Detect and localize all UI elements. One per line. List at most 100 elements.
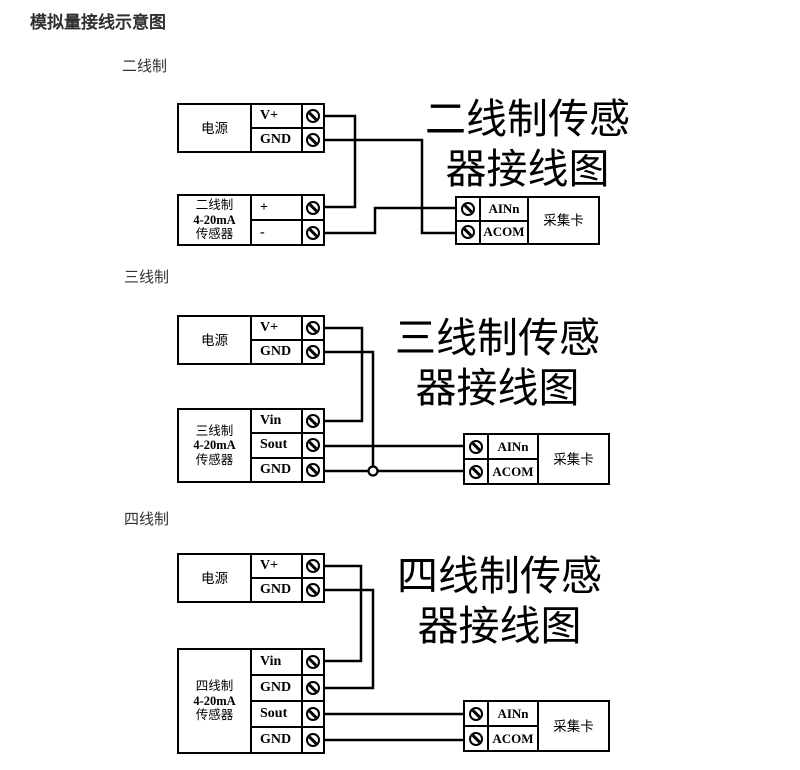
screw-cell [301,196,323,219]
daq-card-box: AINn ACOM 采集卡 [463,433,610,485]
terminal-label: Vin [260,413,282,429]
screw-cell [301,434,323,457]
section-label-three-wire: 三线制 [124,269,170,286]
terminal-rows: V+ GND [252,317,323,363]
terminal-label: GND [260,461,292,477]
heading-line: 器接线图 [415,365,580,411]
screw-cell [301,676,323,700]
screw-cell [301,317,323,339]
screw-terminal-icon [306,109,320,123]
power-label: 电源 [179,555,252,601]
terminal-row: V+ [252,105,323,129]
terminal-rows: + - [252,196,323,244]
terminal-row: AINn [457,198,527,222]
screw-cell [457,198,481,220]
terminal-row: GND [252,676,323,702]
terminal-label: GND [260,344,292,359]
wire-vplus-to-vin [325,564,363,663]
terminal-row: V+ [252,555,323,579]
screw-terminal-icon [306,583,320,597]
terminal-label: V+ [260,108,279,123]
section-label-two-wire: 二线制 [122,58,168,75]
screw-cell [301,410,323,433]
terminal-row: Sout [252,702,323,728]
screw-cell [465,460,489,483]
screw-cell [465,435,489,458]
terminal-row: GND [252,728,323,752]
screw-terminal-icon [306,733,320,747]
wire-gnd-to-sensorgnd [325,588,375,690]
terminal-rows: Vin GND Sout GND [252,650,323,752]
terminal-label: GND [260,732,292,747]
terminal-rows: V+ GND [252,555,323,601]
terminal-row: AINn [465,435,537,460]
terminal-label: ACOM [492,730,534,746]
sensor-label-line: 4-20mA [193,693,236,708]
page-title: 模拟量接线示意图 [30,13,166,32]
terminal-label: GND [260,680,292,695]
daq-card-label: 采集卡 [527,198,598,243]
screw-cell [465,702,489,725]
screw-terminal-icon [306,225,320,240]
screw-terminal-icon [461,225,475,240]
terminal-row: + [252,196,323,221]
terminal-rows: Vin Sout GND [252,410,323,481]
sensor-label-line: 三线制 [195,423,234,438]
terminal-row: Sout [252,434,323,459]
daq-card-box: AINn ACOM 采集卡 [463,700,610,752]
screw-cell [301,579,323,601]
daq-card-box: AINn ACOM 采集卡 [455,196,600,245]
power-supply-box: 电源 V+ GND [177,315,325,365]
sensor-label-line: 四线制 [195,679,234,694]
terminal-label: - [260,224,265,240]
terminal-row: ACOM [457,221,527,243]
screw-terminal-icon [306,414,320,429]
screw-cell [301,728,323,752]
screw-terminal-icon [306,655,320,669]
screw-terminal-icon [469,464,483,479]
terminal-row: AINn [465,702,537,727]
terminal-label: V+ [260,320,279,335]
terminal-row: GND [252,341,323,363]
terminal-row: GND [252,579,323,601]
wire-vplus-to-plus [325,114,357,209]
terminal-label: AINn [497,438,529,454]
sensor-label: 四线制 4-20mA 传感器 [179,650,252,752]
screw-cell [457,221,481,243]
heading-line: 三线制传感 [395,315,600,361]
terminal-row: Vin [252,650,323,676]
terminal-row: - [252,221,323,244]
terminal-row: V+ [252,317,323,341]
sensor-box: 二线制 4-20mA 传感器 + - [177,194,325,246]
terminal-row: ACOM [465,727,537,750]
screw-cell [465,727,489,750]
screw-terminal-icon [469,706,483,721]
screw-terminal-icon [306,707,320,721]
daq-card-label: 采集卡 [537,435,608,483]
power-supply-box: 电源 V+ GND [177,553,325,603]
terminal-label: Sout [260,706,288,721]
screw-cell [301,458,323,481]
sensor-label-line: 4-20mA [193,212,236,227]
screw-cell [301,702,323,726]
screw-cell [301,341,323,363]
screw-terminal-icon [306,200,320,215]
wire-vplus-to-vin [325,326,364,423]
terminal-row: GND [252,458,323,481]
terminal-rows: AINn ACOM [465,702,537,750]
terminal-rows: AINn ACOM [457,198,527,243]
terminal-row: GND [252,129,323,151]
daq-card-label: 采集卡 [537,702,608,750]
screw-terminal-icon [469,731,483,746]
sensor-box: 四线制 4-20mA 传感器 Vin GND Sout GND [177,648,325,754]
heading-line: 器接线图 [417,603,582,649]
junction-node-icon [367,465,379,477]
screw-cell [301,105,323,127]
heading-line: 四线制传感 [397,553,602,599]
section-heading: 四线制传感 器接线图 [392,551,607,651]
terminal-label: GND [260,132,292,147]
terminal-label: Vin [260,654,282,669]
section-heading: 三线制传感 器接线图 [390,313,605,413]
power-label: 电源 [179,317,252,363]
